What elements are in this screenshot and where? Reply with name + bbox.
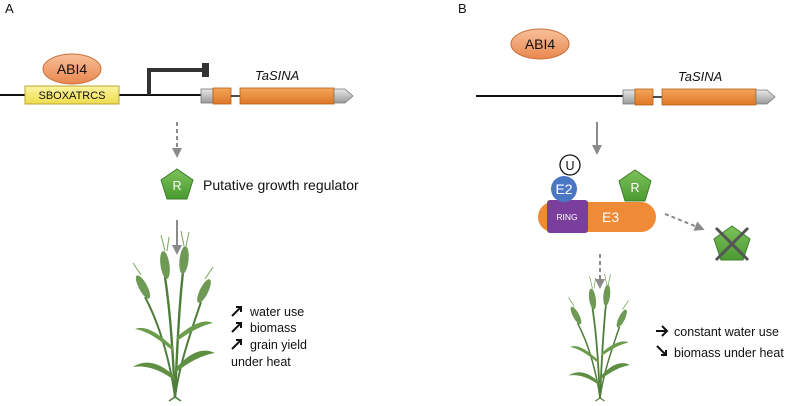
wheat-plant-icon <box>131 229 217 403</box>
e3-ligase-complex: E3 RING E2 U <box>538 154 656 233</box>
arrow-right-icon <box>656 325 669 337</box>
degraded-regulator <box>713 225 751 262</box>
gene-name: TaSINA <box>255 68 299 83</box>
panel-a-effects: water use biomass grain yield under heat <box>231 305 307 369</box>
effect-biomass-under-heat: biomass under heat <box>674 346 784 360</box>
transcription-start-icon <box>147 68 205 95</box>
wheat-plant-icon-b <box>567 272 631 402</box>
e3-label: E3 <box>602 209 619 225</box>
regulator-symbol: R <box>172 179 181 193</box>
abi4-label-b: ABI4 <box>525 36 556 52</box>
promoter-element-label: SBOXATRCS <box>38 90 105 102</box>
abi4-protein-b: ABI4 <box>510 28 570 60</box>
arrow-down-right-icon <box>656 345 667 356</box>
gene-name-b: TaSINA <box>678 69 722 84</box>
abi4-protein: ABI4 <box>42 53 102 85</box>
utr-3-icon-b <box>755 89 776 105</box>
panel-a-label: A <box>5 1 14 16</box>
dashed-arrow-right-icon <box>664 213 705 231</box>
cross-icon <box>714 226 750 262</box>
effect-grain-yield: grain yield <box>250 338 307 352</box>
transcription-start-head <box>202 63 209 77</box>
gene-structure <box>200 87 354 105</box>
arrow-up-right-icon <box>231 322 242 333</box>
ring-label: RING <box>556 212 577 222</box>
growth-regulator-b: R <box>618 169 652 202</box>
gene-structure-b <box>622 88 776 106</box>
arrow-up-right-icon <box>231 306 242 317</box>
regulator-label: Putative growth regulator <box>203 177 359 193</box>
e2-enzyme <box>551 176 577 202</box>
exon-2 <box>239 87 335 105</box>
promoter-element: SBOXATRCS <box>24 85 120 105</box>
panel-b-effects: constant water use biomass under heat <box>656 325 784 360</box>
abi4-label: ABI4 <box>57 61 88 77</box>
regulator-symbol-b: R <box>630 181 639 195</box>
ubiquitin-label: U <box>565 159 574 173</box>
effect-constant-water-use: constant water use <box>674 325 779 339</box>
effect-condition: under heat <box>231 355 291 369</box>
arrow-up-right-icon <box>231 339 242 350</box>
panel-b: B ABI4 TaSINA E3 RING E2 U <box>458 1 784 402</box>
effect-biomass: biomass <box>250 321 297 335</box>
panel-b-label: B <box>458 1 467 16</box>
exon-1 <box>212 87 232 105</box>
ring-domain <box>547 200 588 233</box>
e2-label: E2 <box>555 181 572 197</box>
effect-water-use: water use <box>249 305 304 319</box>
ubiquitin-icon <box>559 154 581 176</box>
utr-5 <box>200 88 214 104</box>
utr-3-icon <box>333 88 354 104</box>
growth-regulator: R <box>160 168 194 200</box>
panel-a: A ABI4 SBOXATRCS TaSINA R <box>0 1 359 403</box>
